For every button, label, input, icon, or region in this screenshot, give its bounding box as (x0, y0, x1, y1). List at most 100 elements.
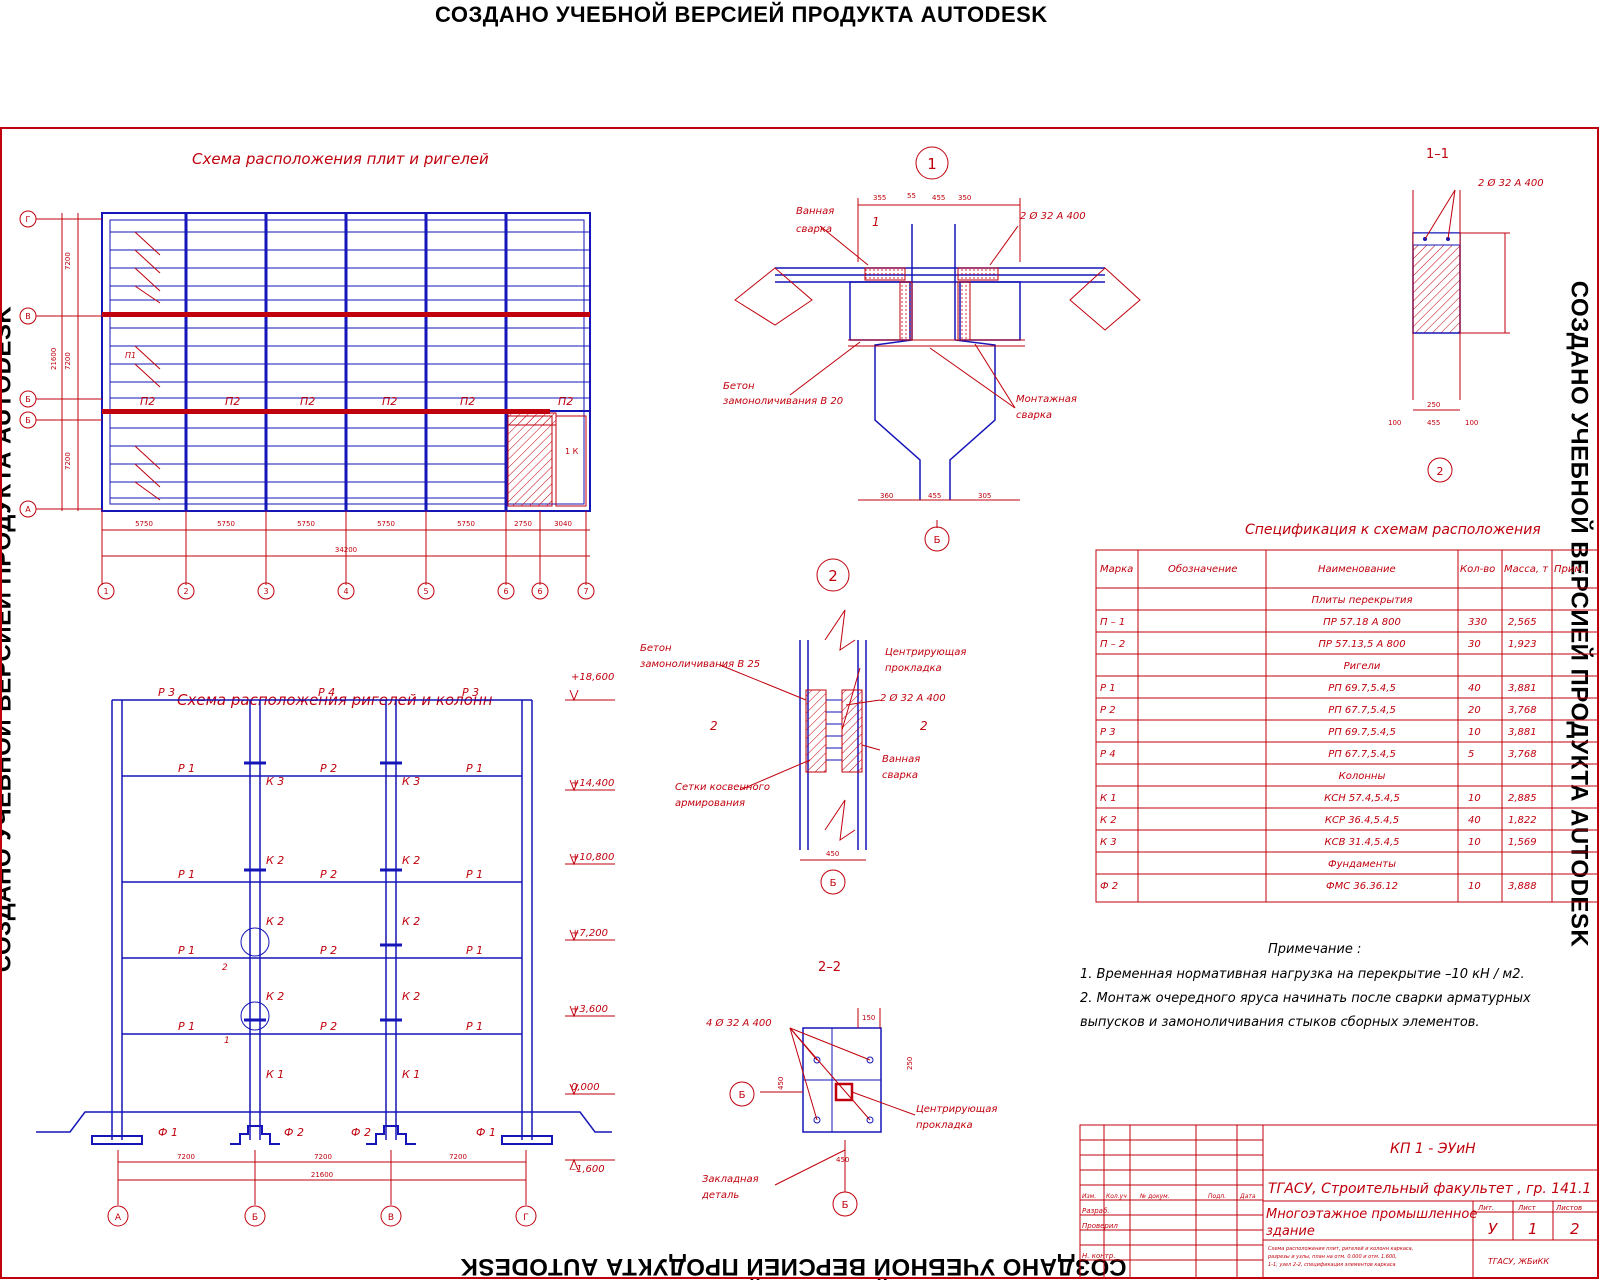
svg-text:Ф 1: Ф 1 (476, 1126, 496, 1139)
svg-text:Центрирующая: Центрирующая (885, 647, 966, 658)
title-block: КП 1 - ЭУиН ТГАСУ, Строительный факульте… (1079, 1124, 1599, 1279)
svg-text:Б: Б (934, 535, 941, 546)
svg-text:+7,200: +7,200 (571, 928, 608, 939)
spec-cell: 3,888 (1508, 881, 1537, 892)
svg-text:Б: Б (25, 395, 31, 404)
svg-text:П2: П2 (382, 395, 397, 408)
svg-text:7200: 7200 (64, 252, 72, 270)
svg-text:ТГАСУ, Строительный факультет: ТГАСУ, Строительный факультет , гр. 141.… (1268, 1181, 1591, 1197)
svg-text:Б: Б (830, 878, 837, 889)
svg-text:П2: П2 (460, 395, 475, 408)
svg-text:1-1, узел 2-2, спецификация эл: 1-1, узел 2-2, спецификация элементов ка… (1268, 1262, 1396, 1268)
svg-text:выпусков и замоноличивания сты: выпусков и замоноличивания стыков сборны… (1080, 1015, 1480, 1030)
svg-text:Б: Б (739, 1090, 746, 1101)
plan-detail-mark: 1 К (565, 447, 579, 456)
svg-text:К 2: К 2 (266, 990, 284, 1003)
svg-text:1–1: 1–1 (1426, 147, 1449, 162)
svg-text:У: У (1488, 1220, 1498, 1238)
spec-cell: 1,569 (1508, 837, 1537, 848)
spec-cell: 1,923 (1508, 639, 1537, 650)
svg-text:Примечание :: Примечание : (1268, 942, 1361, 957)
svg-text:сварка: сварка (796, 224, 832, 235)
svg-text:Подп.: Подп. (1208, 1193, 1226, 1200)
svg-text:Листов: Листов (1555, 1204, 1582, 1212)
svg-text:450: 450 (836, 1156, 849, 1164)
svg-text:Сетки косвенного: Сетки косвенного (675, 782, 770, 793)
section-2-2: 2–2 4 Ø 32 А 400 Центрирующая прокладка … (701, 960, 997, 1217)
svg-text:+14,400: +14,400 (571, 778, 614, 789)
svg-text:П2: П2 (140, 395, 155, 408)
plan-scheme: Схема расположения плит и ригелей (19, 150, 595, 600)
svg-text:305: 305 (978, 492, 991, 500)
watermark-top: СОЗДАНО УЧЕБНОЙ ВЕРСИЕЙ ПРОДУКТА AUTODES… (435, 2, 1048, 27)
svg-text:2: 2 (1570, 1220, 1580, 1238)
spec-cell: ПР 57.13,5 А 800 (1318, 639, 1405, 650)
svg-text:1: 1 (103, 587, 108, 596)
svg-text:Р 1: Р 1 (466, 868, 483, 881)
svg-text:Обозначение: Обозначение (1168, 563, 1237, 575)
svg-text:Н. контр.: Н. контр. (1082, 1252, 1116, 1260)
svg-text:Ванная: Ванная (796, 206, 834, 217)
svg-text:Марка: Марка (1100, 564, 1133, 575)
svg-text:2: 2 (920, 719, 928, 733)
spec-cell: Колонны (1339, 771, 1386, 782)
svg-text:2 Ø 32 А 400: 2 Ø 32 А 400 (880, 692, 946, 704)
svg-text:5750: 5750 (297, 520, 315, 528)
svg-text:Схема расположения плит, ригел: Схема расположения плит, ригелей и колон… (1268, 1246, 1413, 1252)
svg-text:+18,600: +18,600 (571, 672, 614, 683)
spec-cell: К 2 (1100, 815, 1117, 826)
svg-text:Р 1: Р 1 (466, 944, 483, 957)
svg-text:Прим.: Прим. (1554, 564, 1585, 575)
svg-text:34200: 34200 (335, 546, 357, 554)
svg-text:100: 100 (1388, 419, 1401, 427)
svg-text:2–2: 2–2 (818, 960, 841, 975)
spec-cell: РП 69.7,5.4,5 (1328, 727, 1396, 738)
spec-cell: К 3 (1100, 837, 1117, 848)
svg-text:3: 3 (263, 587, 268, 596)
svg-text:К 2: К 2 (402, 990, 420, 1003)
svg-text:А: А (115, 1213, 122, 1223)
spec-cell: Р 3 (1100, 727, 1116, 738)
spec-cell: 10 (1468, 837, 1481, 848)
svg-text:2: 2 (183, 587, 188, 596)
spec-cell: КСН 57.4,5.4,5 (1324, 793, 1400, 804)
svg-text:прокладка: прокладка (916, 1120, 973, 1131)
svg-text:150: 150 (862, 1014, 875, 1022)
spec-cell: ФМС 36.36.12 (1326, 881, 1398, 892)
svg-text:К 3: К 3 (402, 775, 420, 788)
section-1-1: 1–1 2 Ø 32 А 400 250 455 100 100 2 (1388, 147, 1544, 483)
stamp-code: КП 1 - ЭУиН (1390, 1141, 1476, 1157)
svg-text:Дата: Дата (1239, 1193, 1256, 1200)
svg-text:6: 6 (537, 587, 542, 596)
svg-text:Р 2: Р 2 (320, 944, 337, 957)
svg-text:455: 455 (928, 492, 941, 500)
svg-text:К 3: К 3 (266, 775, 284, 788)
svg-text:№ докум.: № докум. (1139, 1193, 1170, 1200)
svg-text:1: 1 (224, 1036, 230, 1046)
svg-text:6: 6 (503, 587, 508, 596)
spec-cell: КСВ 31.4,5.4,5 (1324, 837, 1399, 848)
svg-text:Ф 2: Ф 2 (284, 1126, 304, 1139)
svg-text:Р 3: Р 3 (158, 686, 175, 699)
svg-text:К 2: К 2 (266, 854, 284, 867)
svg-text:К 1: К 1 (402, 1068, 420, 1081)
spec-cell: Ф 2 (1100, 881, 1118, 892)
svg-text:0,000: 0,000 (571, 1082, 600, 1093)
spec-cell: 1,822 (1508, 815, 1537, 826)
svg-text:Р 1: Р 1 (178, 944, 195, 957)
svg-text:Закладная: Закладная (702, 1174, 759, 1185)
svg-text:Р 1: Р 1 (178, 868, 195, 881)
svg-text:450: 450 (777, 1077, 785, 1090)
spec-cell: П – 1 (1100, 617, 1125, 628)
svg-text:Ф 1: Ф 1 (158, 1126, 178, 1139)
svg-text:К 2: К 2 (266, 915, 284, 928)
svg-text:355: 355 (873, 194, 886, 202)
svg-text:ТГАСУ, ЖБиКК: ТГАСУ, ЖБиКК (1488, 1257, 1549, 1266)
svg-text:5750: 5750 (457, 520, 475, 528)
svg-text:Многоэтажное промышленное: Многоэтажное промышленное (1266, 1207, 1477, 1222)
svg-text:2: 2 (222, 963, 228, 973)
svg-text:Масса, т: Масса, т (1504, 564, 1549, 575)
svg-text:7200: 7200 (449, 1153, 467, 1161)
svg-text:4 Ø 32 А 400: 4 Ø 32 А 400 (706, 1017, 772, 1029)
